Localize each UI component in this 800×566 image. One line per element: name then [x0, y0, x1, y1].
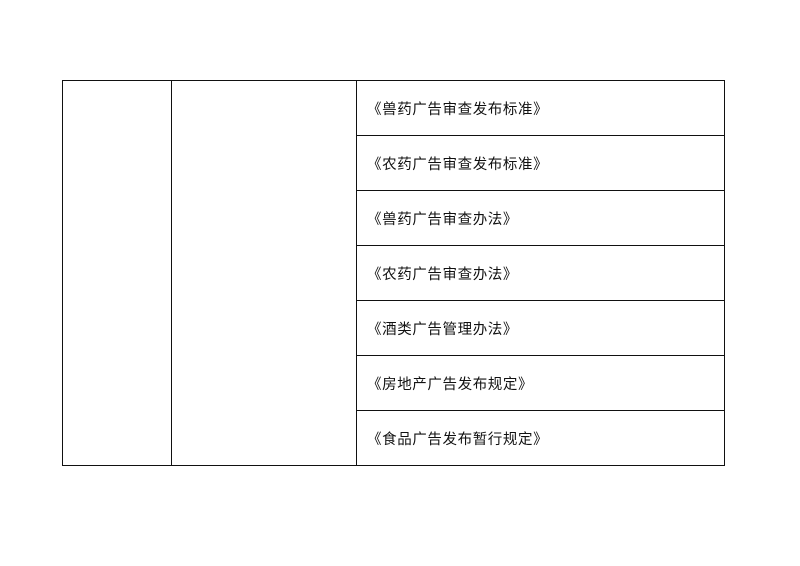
table-row: 《房地产广告发布规定》	[63, 355, 725, 411]
regulation-item: 《食品广告发布暂行规定》	[356, 410, 725, 466]
table-row: 《兽药广告审查发布标准》	[62, 80, 725, 466]
regulation-item: 《农药广告审查发布标准》	[356, 135, 725, 191]
regulation-item: 《兽药广告审查办法》	[356, 190, 725, 246]
regulation-item: 《农药广告审查办法》	[356, 245, 725, 301]
regulation-item: 《兽药广告审查发布标准》	[356, 80, 725, 136]
table-row: 《酒类广告管理办法》	[63, 300, 725, 356]
table-row: 《食品广告发布暂行规定》	[63, 410, 725, 466]
blank-cell-col2	[171, 80, 357, 466]
regulations-table: 《兽药广告审查发布标准》 《农药广告审查发布标准》 《兽药广告审查办法》 《农药…	[62, 80, 725, 466]
table-row: 《农药广告审查发布标准》	[63, 135, 725, 191]
regulation-item: 《酒类广告管理办法》	[356, 300, 725, 356]
regulation-item: 《房地产广告发布规定》	[356, 355, 725, 411]
blank-cell-col1	[62, 80, 172, 466]
table-row: 《兽药广告审查办法》	[63, 190, 725, 246]
